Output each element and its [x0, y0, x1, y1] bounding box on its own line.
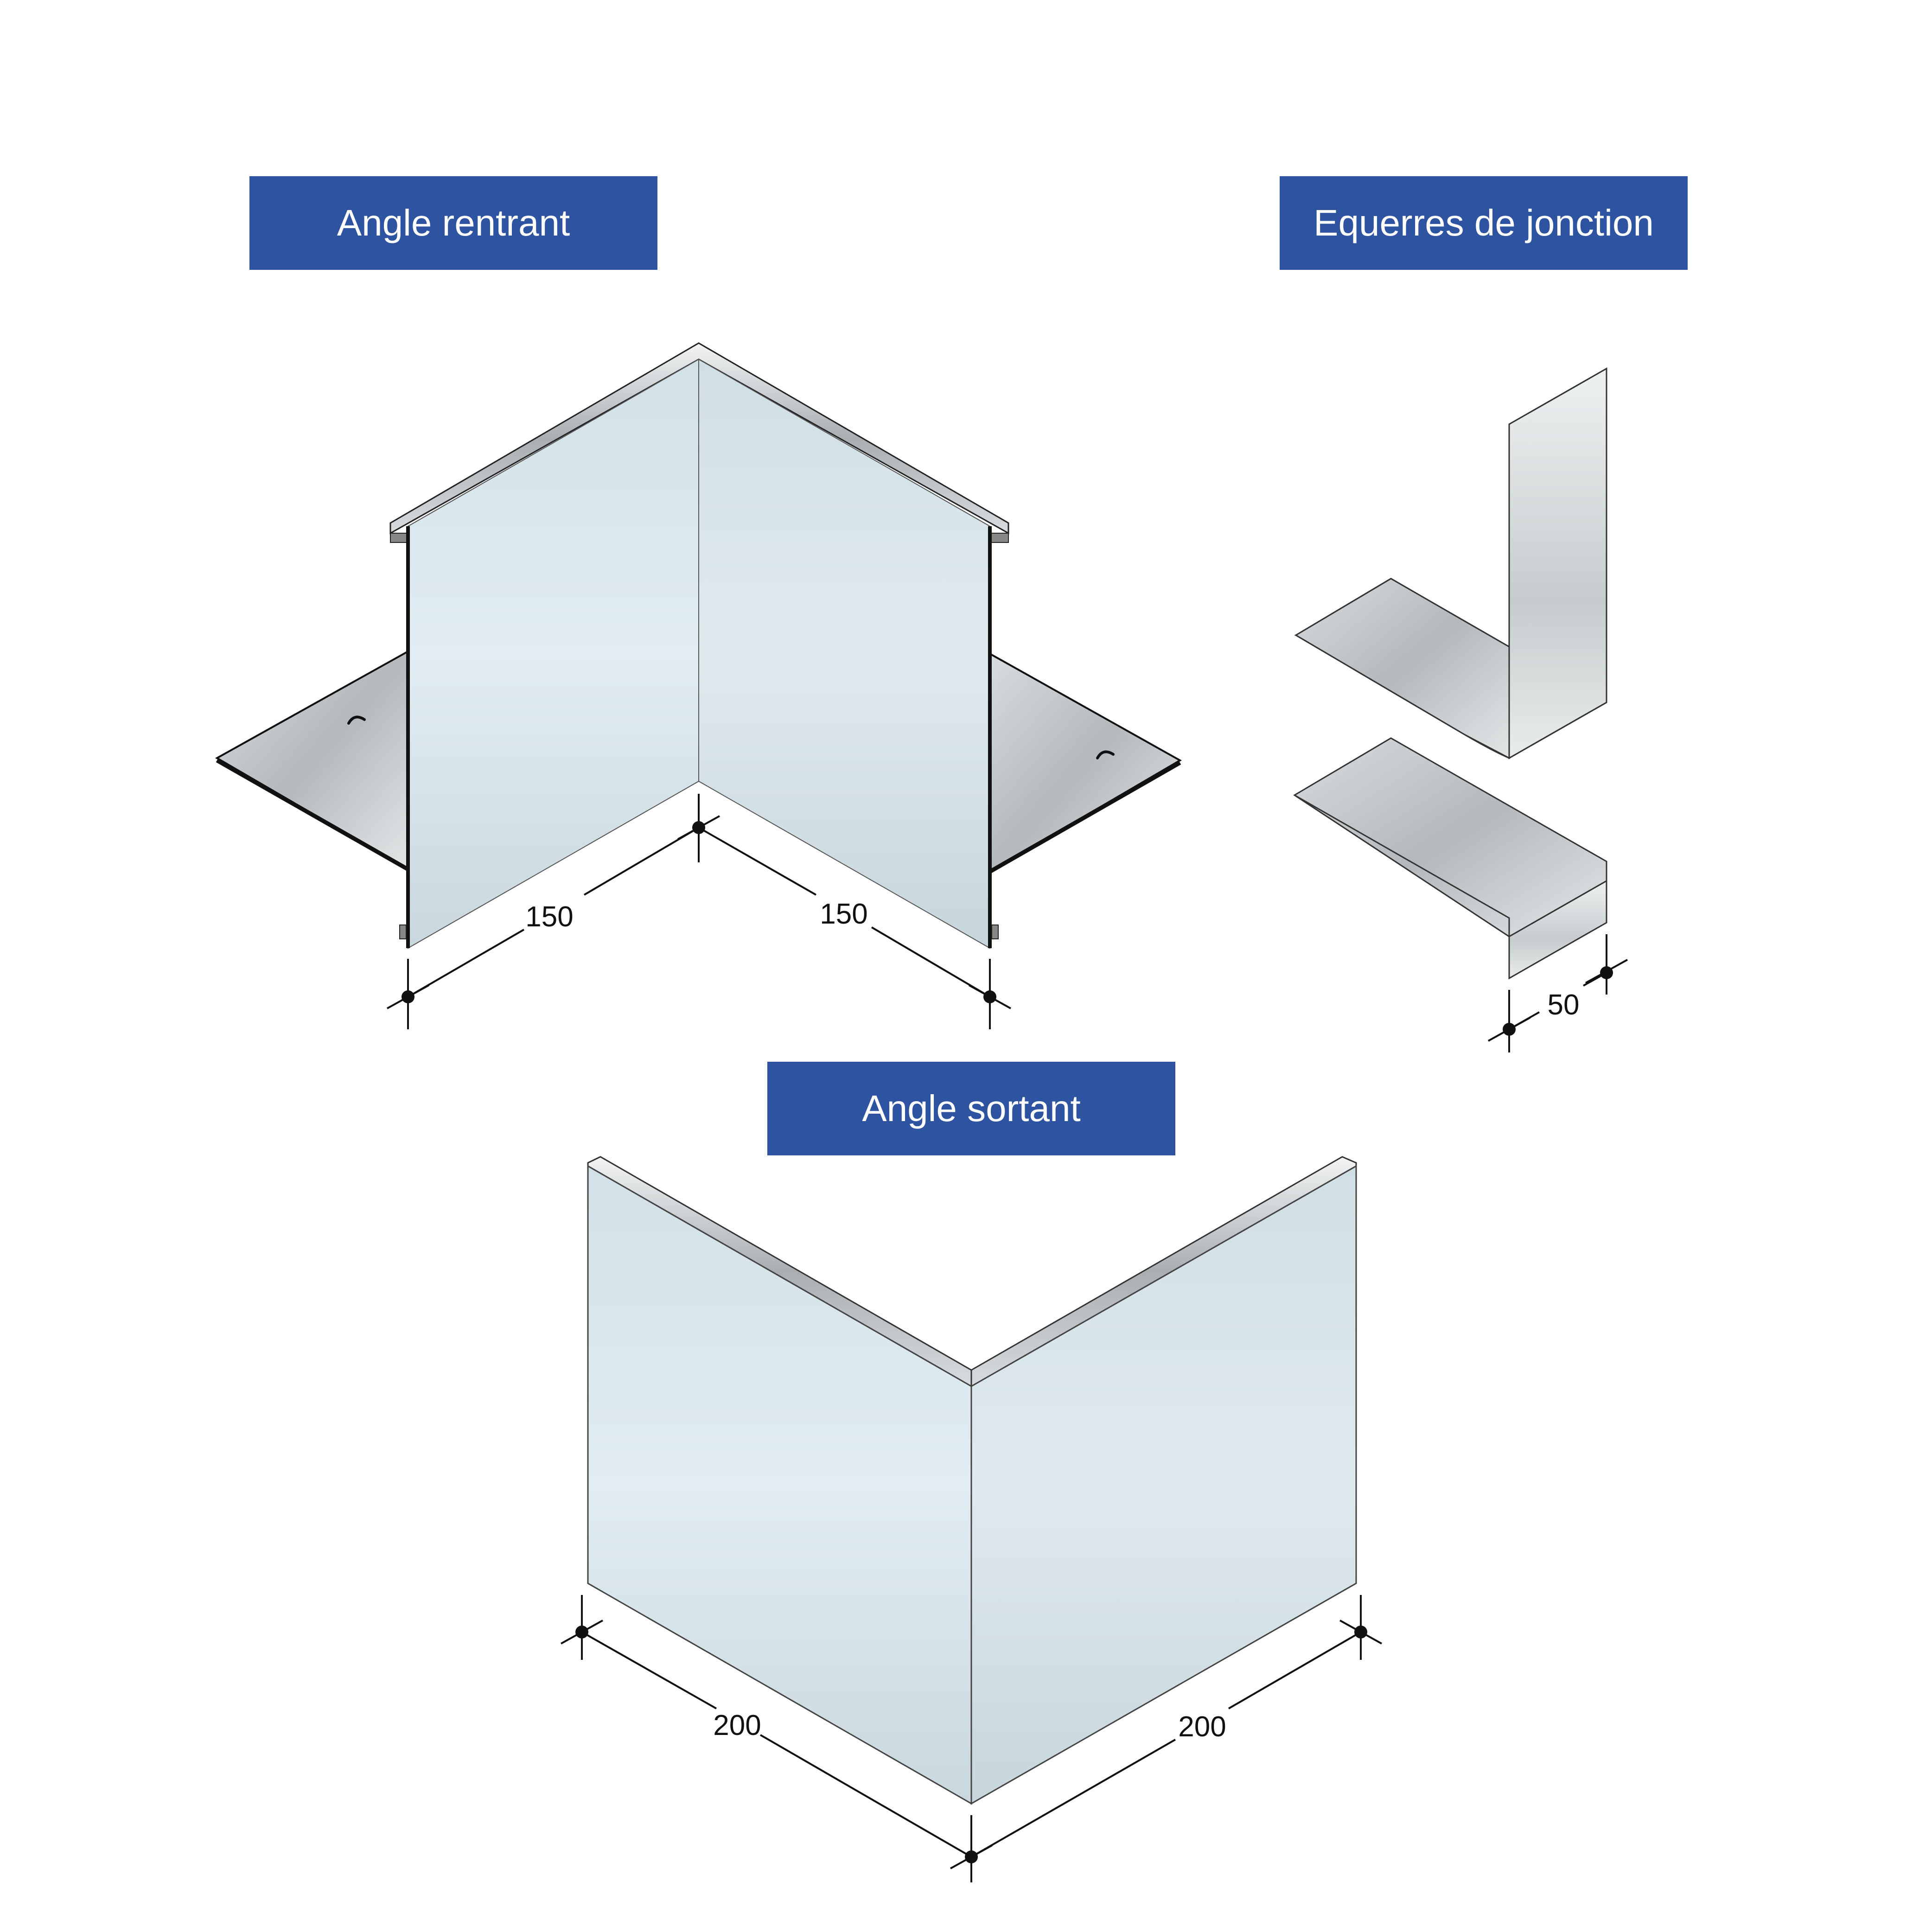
equerres-drawing: 50 [1293, 367, 1628, 1052]
base-plate-left [215, 650, 409, 871]
panel-left [408, 358, 699, 949]
dimension-label-200-right: 200 [1178, 1711, 1226, 1743]
dimension-label-50: 50 [1548, 989, 1580, 1021]
panel-right [698, 358, 990, 949]
angle-rentrant-drawing: 150 150 [215, 342, 1182, 1029]
title-angle-rentrant: Angle rentrant [249, 176, 657, 270]
slot-right [1096, 750, 1115, 759]
dimension-label-150-left: 150 [525, 901, 573, 933]
base-plate-right [989, 652, 1182, 874]
equerre-lower-bend [1508, 880, 1607, 980]
title-angle-sortant: Angle sortant [767, 1062, 1175, 1155]
dimension-label-200-left: 200 [713, 1709, 761, 1741]
angle-sortant-drawing: 200 200 [561, 1156, 1382, 1882]
dimension-label-150-right: 150 [820, 898, 867, 930]
panel-right [970, 1165, 1357, 1805]
top-lip-right [970, 1156, 1357, 1388]
title-equerres-de-jonction: Equerres de jonction [1280, 176, 1688, 270]
equerre-lower-flat [1293, 737, 1607, 937]
slot-left [347, 715, 366, 725]
